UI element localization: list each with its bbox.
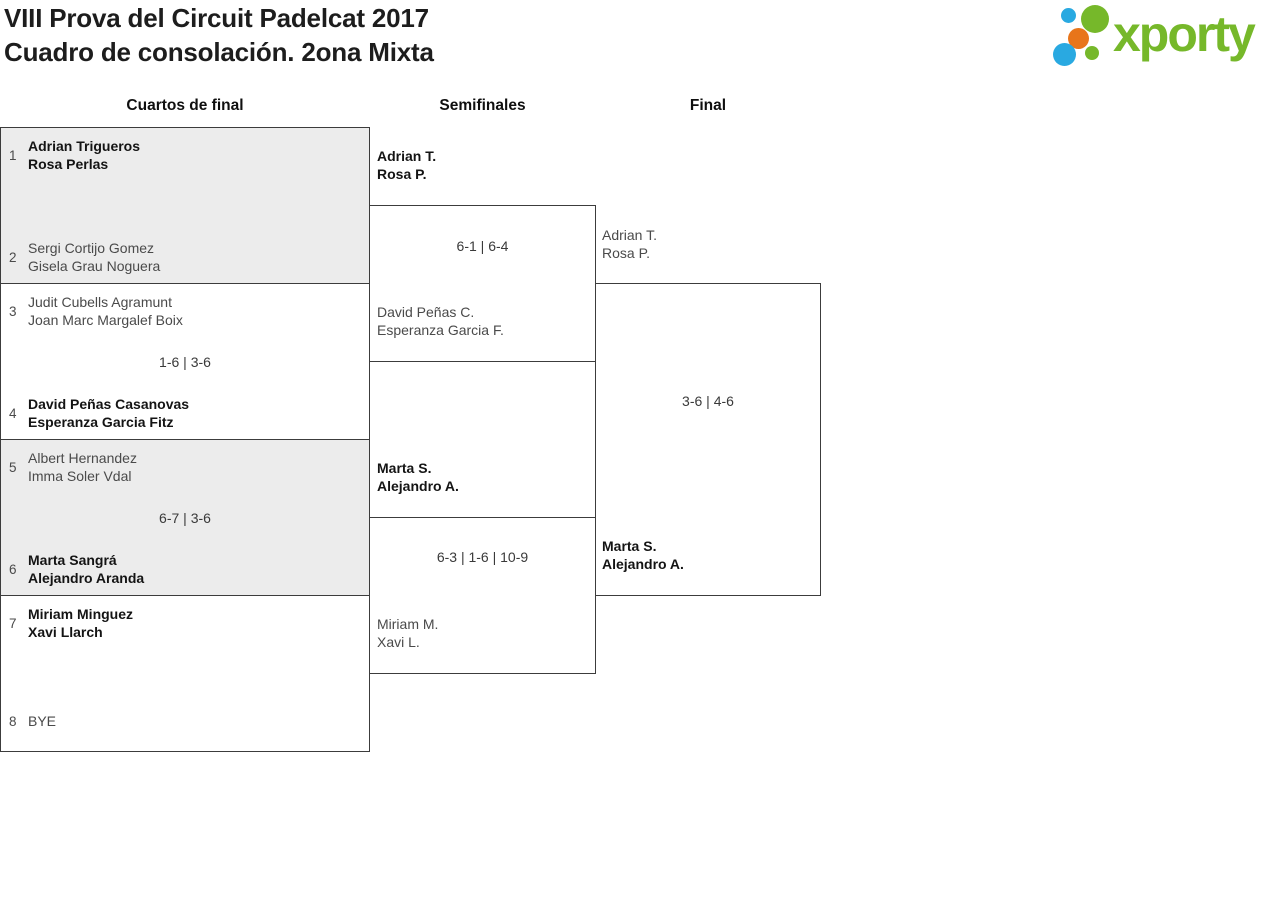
match-score: 6-7 | 3-6 xyxy=(159,510,211,526)
player-name: Imma Soler Vdal xyxy=(28,468,132,484)
quarterfinal-3-match-box: 5 Albert Hernandez Imma Soler Vdal 6-7 |… xyxy=(0,439,370,596)
logo-dot-orange-icon xyxy=(1068,28,1089,49)
seed-number: 2 xyxy=(9,249,17,265)
tournament-title-line1: VIII Prova del Circuit Padelcat 2017 xyxy=(4,3,429,33)
team-slot: 4 David Peñas Casanovas Esperanza Garcia… xyxy=(9,395,189,431)
player-name: Esperanza Garcia F. xyxy=(377,322,504,338)
player-name: Judit Cubells Agramunt xyxy=(28,294,172,310)
logo-dot-green-large-icon xyxy=(1081,5,1109,33)
team-slot: 3 Judit Cubells Agramunt Joan Marc Marga… xyxy=(9,293,183,329)
semifinal-2-team-top: Marta S. Alejandro A. xyxy=(377,459,459,495)
team-name-pair: David Peñas Casanovas Esperanza Garcia F… xyxy=(28,395,189,431)
team-slot: 1 Adrian Trigueros Rosa Perlas xyxy=(9,137,140,173)
final-team-top: Adrian T. Rosa P. xyxy=(602,226,657,262)
quarterfinal-2-match-box: 3 Judit Cubells Agramunt Joan Marc Marga… xyxy=(0,283,370,440)
quarterfinal-1-match-box: 1 Adrian Trigueros Rosa Perlas 2 Sergi C… xyxy=(0,127,370,284)
seed-number: 3 xyxy=(9,303,17,319)
tournament-title-line2: Cuadro de consolación. 2ona Mixta xyxy=(4,37,434,67)
match-score: 1-6 | 3-6 xyxy=(159,354,211,370)
quarterfinal-4-match-box: 7 Miriam Minguez Xavi Llarch 8 BYE xyxy=(0,595,370,752)
semifinal-1-team-bottom: David Peñas C. Esperanza Garcia F. xyxy=(377,303,504,339)
logo-dot-blue-small-icon xyxy=(1061,8,1076,23)
team-name-pair: Albert Hernandez Imma Soler Vdal xyxy=(28,449,137,485)
round-header-final: Final xyxy=(689,97,727,114)
player-name: Miriam Minguez xyxy=(28,606,134,622)
seed-number: 6 xyxy=(9,561,17,577)
player-name: Adrian Trigueros xyxy=(28,138,141,154)
player-name: David Peñas C. xyxy=(377,304,475,320)
bye-label: BYE xyxy=(28,713,57,729)
round-header-quarterfinals: Cuartos de final xyxy=(126,97,244,114)
player-name: Marta S. xyxy=(602,538,657,554)
seed-number: 5 xyxy=(9,459,17,475)
player-name: Adrian T. xyxy=(602,227,657,243)
team-name-pair: Miriam Minguez Xavi Llarch xyxy=(28,605,133,641)
player-name: Rosa P. xyxy=(602,245,650,261)
player-name: David Peñas Casanovas xyxy=(28,396,190,412)
logo-dot-blue-large-icon xyxy=(1053,43,1076,66)
player-name: Sergi Cortijo Gomez xyxy=(28,240,155,256)
team-name-pair: Adrian Trigueros Rosa Perlas xyxy=(28,137,140,173)
team-slot: 8 BYE xyxy=(9,712,56,730)
player-name: Adrian T. xyxy=(377,148,437,164)
team-name-pair: Judit Cubells Agramunt Joan Marc Margale… xyxy=(28,293,183,329)
semifinal-1-score: 6-1 | 6-4 xyxy=(456,238,509,254)
team-name-pair: Sergi Cortijo Gomez Gisela Grau Noguera xyxy=(28,239,160,275)
team-name-pair: BYE xyxy=(28,712,56,730)
tournament-title: VIII Prova del Circuit Padelcat 2017 Cua… xyxy=(4,1,434,69)
player-name: Xavi L. xyxy=(377,634,420,650)
logo-wordmark: xporty xyxy=(1113,6,1256,62)
player-name: Marta S. xyxy=(377,460,432,476)
xporty-logo[interactable]: xporty xyxy=(1050,2,1278,70)
team-slot: 7 Miriam Minguez Xavi Llarch xyxy=(9,605,133,641)
semifinal-1-team-top: Adrian T. Rosa P. xyxy=(377,147,436,183)
player-name: Esperanza Garcia Fitz xyxy=(28,414,174,430)
semifinal-2-team-bottom: Miriam M. Xavi L. xyxy=(377,615,438,651)
round-header-semifinals: Semifinales xyxy=(439,97,526,114)
seed-number: 4 xyxy=(9,405,17,421)
logo-dot-green-small-icon xyxy=(1085,46,1099,60)
seed-number: 7 xyxy=(9,615,17,631)
player-name: Alejandro A. xyxy=(377,478,459,494)
team-slot: 5 Albert Hernandez Imma Soler Vdal xyxy=(9,449,137,485)
seed-number: 1 xyxy=(9,147,17,163)
player-name: Alejandro A. xyxy=(602,556,684,572)
player-name: Alejandro Aranda xyxy=(28,570,145,586)
player-name: Albert Hernandez xyxy=(28,450,137,466)
team-name-pair: Marta Sangrá Alejandro Aranda xyxy=(28,551,144,587)
team-slot: 6 Marta Sangrá Alejandro Aranda xyxy=(9,551,144,587)
seed-number: 8 xyxy=(9,713,17,729)
player-name: Rosa Perlas xyxy=(28,156,109,172)
player-name: Gisela Grau Noguera xyxy=(28,258,161,274)
final-score: 3-6 | 4-6 xyxy=(682,393,734,409)
final-team-bottom: Marta S. Alejandro A. xyxy=(602,537,684,573)
player-name: Xavi Llarch xyxy=(28,624,103,640)
player-name: Marta Sangrá xyxy=(28,552,117,568)
final-match-box xyxy=(595,283,821,596)
team-slot: 2 Sergi Cortijo Gomez Gisela Grau Noguer… xyxy=(9,239,160,275)
player-name: Miriam M. xyxy=(377,616,439,632)
semifinal-2-score: 6-3 | 1-6 | 10-9 xyxy=(436,549,529,565)
player-name: Rosa P. xyxy=(377,166,427,182)
player-name: Joan Marc Margalef Boix xyxy=(28,312,183,328)
